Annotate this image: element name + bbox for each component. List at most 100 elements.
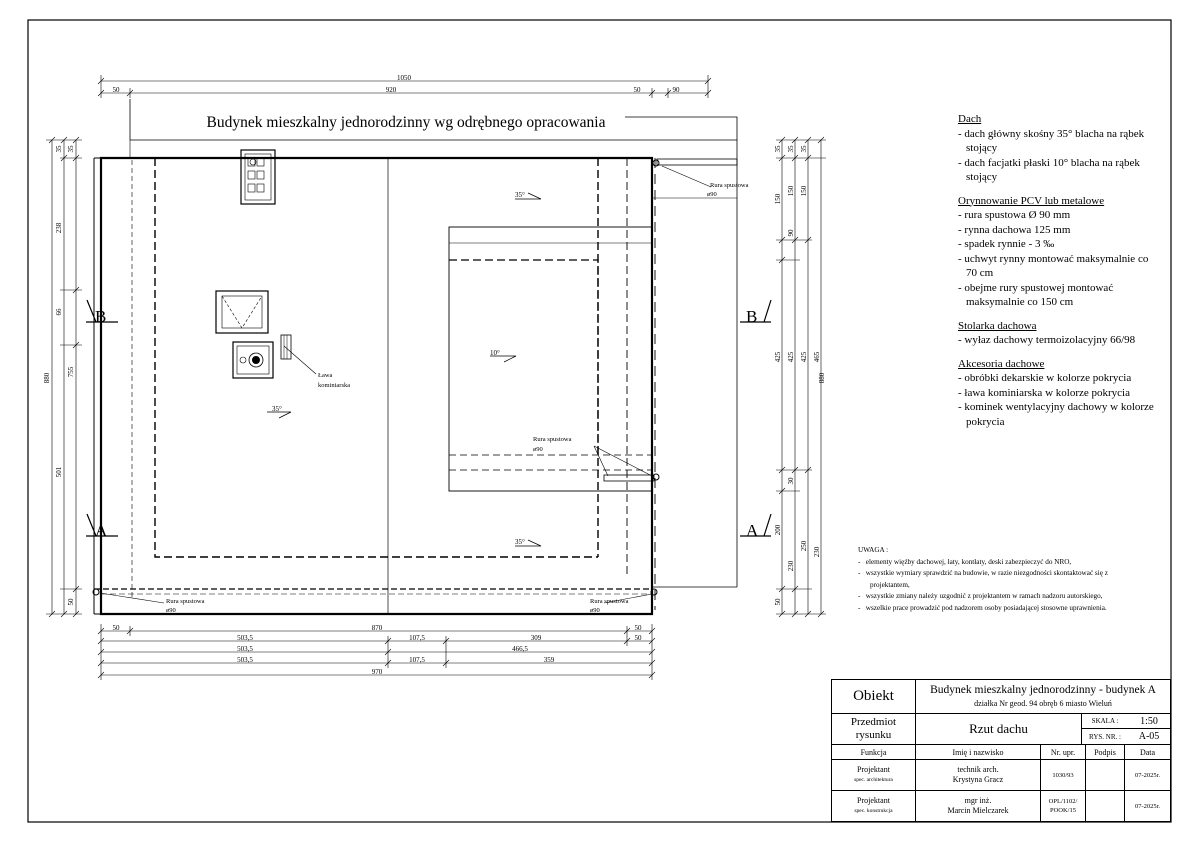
rys-value: A-05 — [1128, 729, 1170, 745]
notes-item: - dach facjatki płaski 10° blacha na rąb… — [958, 156, 1140, 184]
spec: spec. architektura — [854, 777, 893, 783]
roof-hatch — [215, 290, 269, 334]
przedmiot-label: Przedmiot rysunku — [832, 714, 916, 745]
downpipe-diameter: ø90 — [590, 607, 600, 614]
spec: spec. konstrukcja — [854, 808, 893, 814]
dim-left: 755 — [67, 366, 75, 377]
dim-top-mid: 920 — [386, 86, 397, 94]
skala-value: 1:50 — [1128, 714, 1170, 729]
notes-item: - obejme rury spustowej montować maksyma… — [958, 281, 1114, 309]
uwaga-item: - wszelkie prace prowadzić pod nadzorem … — [858, 603, 1107, 612]
slope-label: 35° — [515, 538, 525, 546]
left-dimensions — [46, 136, 82, 618]
dim-right: 35 — [800, 145, 808, 153]
downpipe-label: Rura spustowa — [710, 182, 749, 189]
nr-cell: OPL/1102/ POOK/15 — [1041, 791, 1086, 821]
name-line: mgr inż. — [964, 796, 992, 805]
right-dimensions — [776, 136, 826, 618]
section-b-right — [740, 299, 772, 323]
notes-section-title: Dach — [958, 113, 982, 125]
dim-bottom: 503,5 — [237, 645, 253, 653]
name-line: Marcin Mielczarek — [947, 806, 1009, 815]
name-cell: technik arch. Krystyna Gracz — [916, 760, 1041, 791]
dim-left: 238 — [55, 222, 63, 233]
uwaga-item: - elementy więźby dachowej, łaty, kontła… — [858, 557, 1072, 566]
section-b-left — [86, 299, 118, 323]
notes-item-text: rura spustowa Ø 90 mm — [964, 209, 1071, 221]
uwaga-title: UWAGA : — [858, 546, 889, 554]
col-header: Imię i nazwisko — [916, 745, 1041, 760]
date-cell: 07-2025r. — [1125, 760, 1170, 791]
notes-item: - ława kominiarska w kolorze pokrycia — [958, 386, 1130, 399]
skala-label: SKALA : — [1082, 714, 1128, 729]
section-letter: B — [746, 307, 757, 326]
section-letter: A — [746, 521, 759, 540]
notes-item-text: dach facjatki płaski 10° blacha na rąbek… — [964, 156, 1140, 184]
downpipe-label: Rura spustowa — [590, 598, 629, 605]
dim-right: 200 — [774, 524, 782, 535]
uwaga-item-text: wszystkie zmiany należy uzgodnić z proje… — [865, 592, 1103, 601]
dim-bottom: 107,5 — [409, 634, 425, 642]
notes-item: - kominek wentylacyjny dachowy w kolorze… — [958, 401, 1154, 428]
title-block: Obiekt Budynek mieszkalny jednorodzinny … — [831, 679, 1171, 822]
dim-left: 35 — [67, 145, 75, 153]
notes-item: - uchwyt rynny montować maksymalnie co 7… — [958, 252, 1149, 280]
notes-item-text: wyłaz dachowy termoizolacyjny 66/98 — [964, 334, 1136, 346]
dim-right: 35 — [787, 145, 795, 153]
dim-right: 230 — [813, 546, 821, 557]
notes-item-text: dach główny skośny 35° blacha na rąbek s… — [964, 127, 1145, 155]
downpipe-diameter: ø90 — [707, 191, 717, 198]
dim-right: 425 — [787, 351, 795, 362]
notes-section-title: Stolarka dachowa — [958, 319, 1037, 332]
dim-bottom: 309 — [531, 634, 542, 642]
uwaga-notes: UWAGA : - elementy więźby dachowej, łaty… — [858, 545, 1108, 615]
ventilation-chimney — [232, 341, 274, 379]
slope-label: 35° — [272, 405, 282, 413]
notes-item-text: uchwyt rynny montować maksymalnie co 70 … — [964, 252, 1149, 280]
rys-label: RYS. NR. : — [1082, 729, 1128, 745]
notes-item: - rynna dachowa 125 mm — [958, 223, 1071, 236]
top-dimensions — [97, 75, 712, 98]
notes-section-title: Orynnowanie PCV lub metalowe — [958, 194, 1105, 207]
dim-left: 50 — [67, 598, 75, 606]
notes-item-text: spadek rynnie - 3 ‰ — [964, 238, 1055, 250]
dim-bottom: 50 — [635, 624, 643, 632]
dim-bottom: 870 — [372, 624, 383, 632]
notes-item-text: obróbki dekarskie w kolorze pokrycia — [964, 372, 1132, 384]
nr-cell: 1030/93 — [1041, 760, 1086, 791]
col-header: Podpis — [1086, 745, 1125, 760]
dim-top-right-a: 50 — [634, 86, 642, 94]
notes-item: - spadek rynnie - 3 ‰ — [958, 238, 1055, 250]
notes-item-text: ława kominiarska w kolorze pokrycia — [964, 386, 1130, 399]
dim-right: 150 — [774, 193, 782, 204]
dim-bottom: 970 — [372, 668, 383, 676]
sheet-border — [27, 19, 1172, 823]
obiekt-value: Budynek mieszkalny jednorodzinny - budyn… — [930, 683, 1156, 696]
dim-top-total: 1050 — [397, 74, 412, 82]
notes-item-text: kominek wentylacyjny dachowy w kolorze p… — [964, 401, 1154, 428]
dim-right: 425 — [800, 351, 808, 362]
dim-right: 35 — [774, 145, 782, 153]
dim-left: 35 — [55, 145, 63, 153]
obiekt-cell: Budynek mieszkalny jednorodzinny - budyn… — [916, 680, 1170, 714]
przedmiot-value: Rzut dachu — [916, 714, 1082, 745]
uwaga-item-text: elementy więźby dachowej, łaty, kontłaty… — [865, 557, 1072, 566]
notes-item: - dach główny skośny 35° blacha na rąbek… — [958, 127, 1145, 155]
uwaga-item-text: wszelkie prace prowadzić pod nadzorem os… — [865, 603, 1107, 612]
downpipe-diameter: ø90 — [533, 446, 543, 453]
col-header: Funkcja — [832, 745, 916, 760]
notes-item-text: obejme rury spustowej montować maksymaln… — [964, 281, 1114, 309]
section-letter: A — [95, 521, 108, 540]
dim-top-right-b: 90 — [673, 86, 681, 94]
col-header: Data — [1125, 745, 1170, 760]
dim-top-left: 50 — [113, 86, 121, 94]
dim-left: 880 — [43, 372, 51, 383]
bottom-dimensions — [97, 624, 656, 680]
dim-bottom: 107,5 — [409, 656, 425, 664]
dim-bottom: 503,5 — [237, 656, 253, 664]
wall-outline-dashed — [154, 158, 598, 558]
dim-right: 150 — [787, 185, 795, 196]
uwaga-item-text: wszystkie wymiary sprawdzić na budowie, … — [865, 569, 1108, 589]
dim-bottom: 50 — [635, 634, 643, 642]
